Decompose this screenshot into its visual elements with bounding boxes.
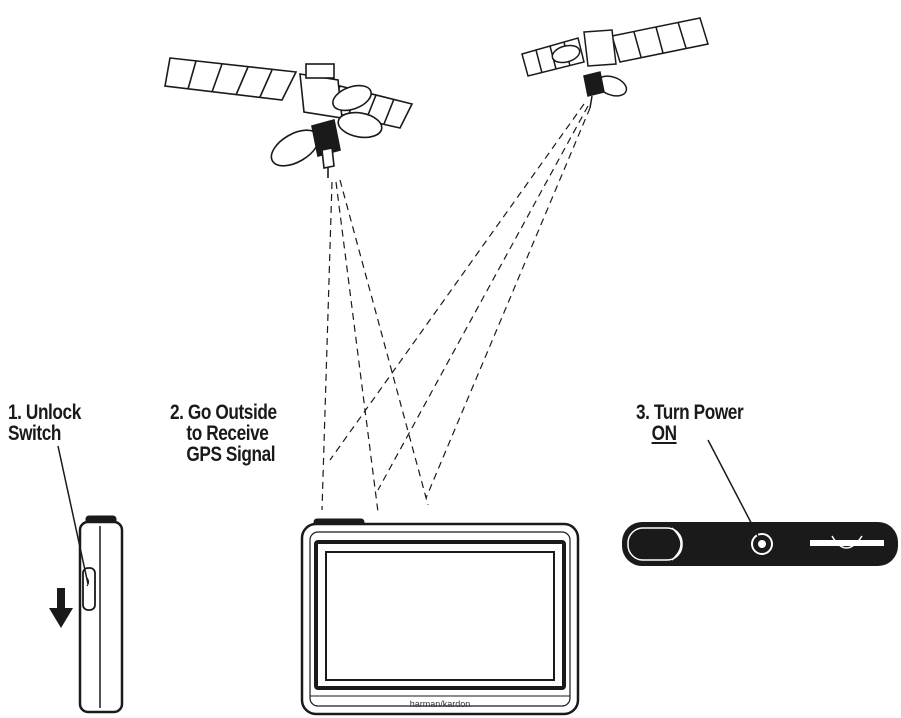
step-2-line-1: 2. Go Outside — [170, 401, 277, 424]
step-3-label: 3. Turn Power ON — [636, 401, 744, 445]
step-2-line-2: to Receive — [186, 422, 269, 445]
step-2-label: 2. Go Outside to Receive GPS Signal — [170, 402, 277, 465]
satellite-right — [521, 17, 709, 109]
power-leader-line — [707, 439, 759, 537]
device-side-view — [49, 445, 124, 714]
signal-line — [329, 103, 585, 461]
signal-line — [321, 181, 333, 511]
step-3-line-1: 3. Turn Power — [636, 401, 744, 424]
navigation-device-front: harman/kardon — [300, 518, 580, 716]
brand-logo: harman/kardon — [410, 699, 471, 709]
lock-switch — [82, 567, 96, 611]
device-top-view — [622, 439, 898, 566]
signal-line — [425, 107, 591, 499]
step-2-line-3: GPS Signal — [186, 443, 276, 466]
step-1-line-2: Switch — [8, 422, 62, 445]
step-1-label: 1. Unlock Switch — [8, 402, 81, 444]
signal-line — [339, 179, 429, 506]
down-arrow-icon — [49, 588, 73, 628]
switch-leader-line — [57, 445, 89, 585]
device-side-body — [78, 520, 124, 714]
signal-line — [377, 105, 589, 491]
satellite-body — [583, 29, 617, 67]
card-slot — [810, 540, 884, 546]
gps-signal-lines — [321, 103, 591, 513]
satellite-left — [164, 57, 414, 178]
step-1-line-1: 1. Unlock — [8, 401, 81, 424]
device-screen — [325, 551, 555, 681]
solar-panel-left — [164, 57, 298, 101]
step-3-line-2: ON — [651, 422, 677, 445]
signal-line — [335, 181, 379, 513]
